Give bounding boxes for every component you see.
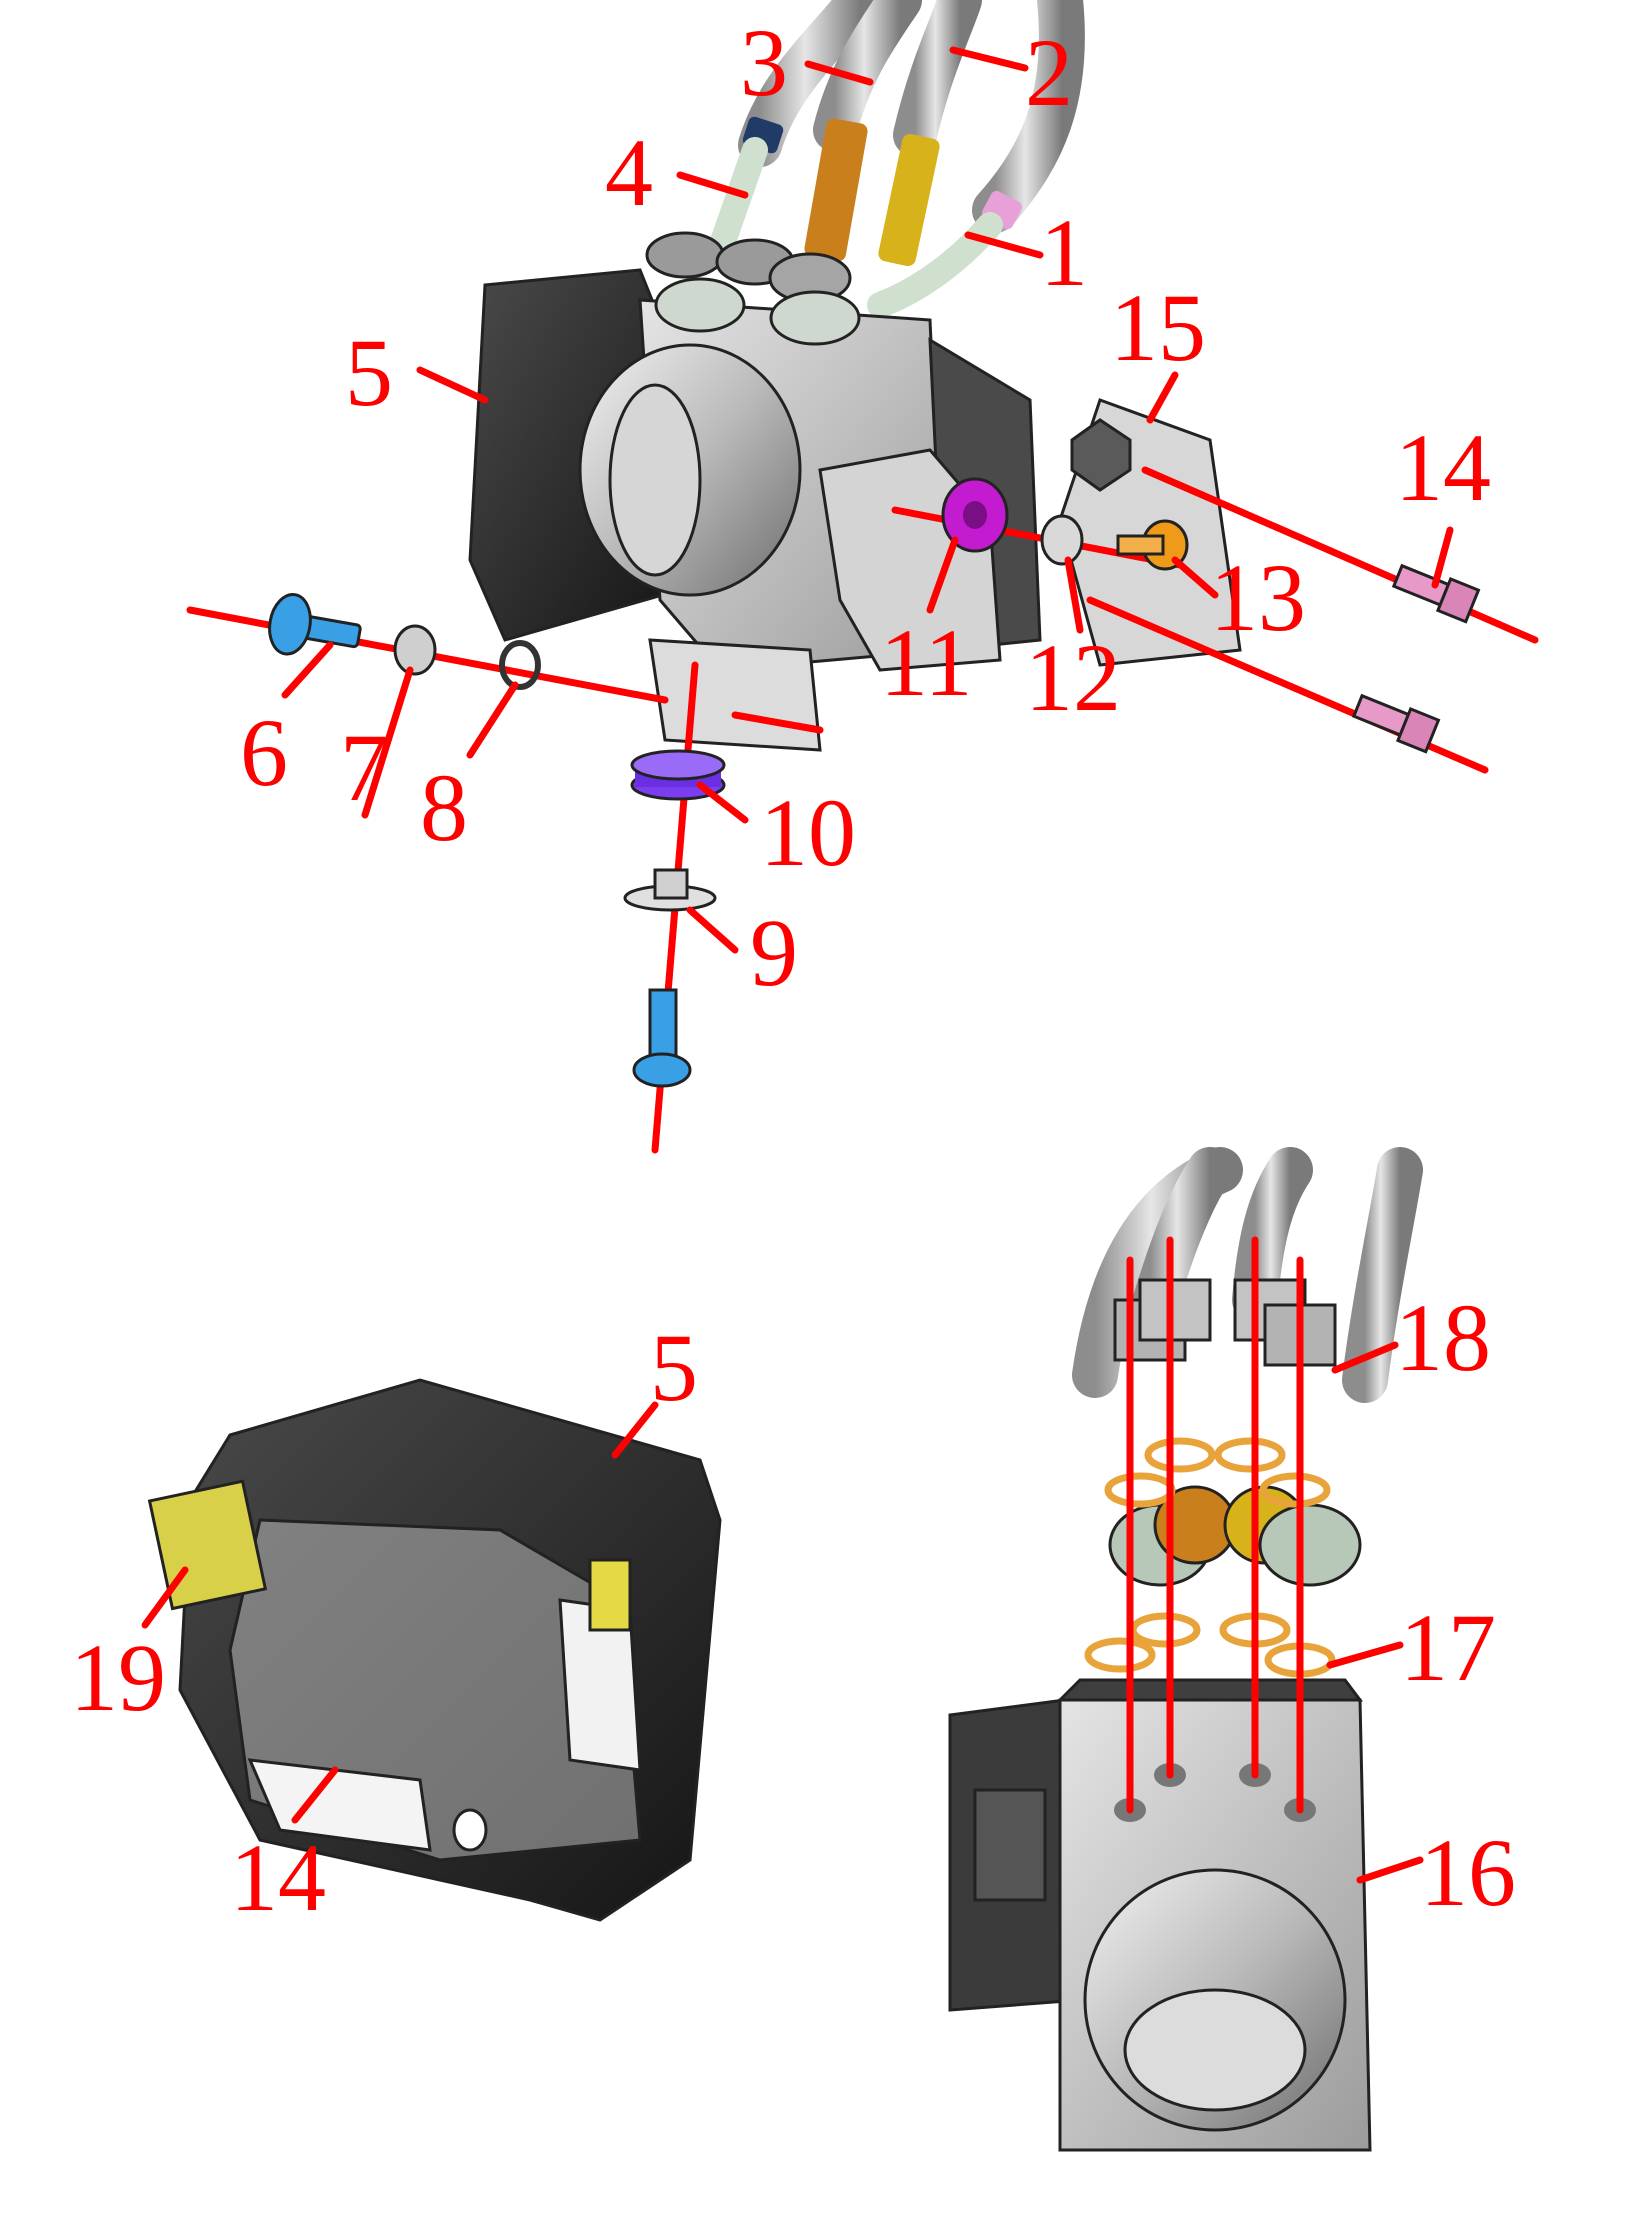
collar-9 [623,868,717,912]
banjo-bolt-a [645,231,725,279]
callout-14-cover: 14 [230,1824,326,1931]
banjo-bolt-d [654,277,746,333]
loose-hardware [268,477,1481,1088]
tape-19-right [588,1558,632,1632]
pump-motor-end [608,383,702,577]
callouts-detail: 18 17 16 [1395,1284,1516,1926]
fitting-2-gold [878,133,940,267]
leader-lines-cover [141,1401,659,1824]
washer-12 [1040,514,1084,566]
fitting-4-pipe [707,137,768,263]
callout-5: 5 [345,319,393,426]
brake-hose-2 [893,0,982,157]
detail-connector [973,1788,1047,1902]
fitting-3-bronze [804,118,868,262]
plate-nut [1070,418,1132,492]
port-axes [1126,1236,1304,1814]
callout-19: 19 [70,1624,166,1731]
callout-7: 7 [340,714,388,821]
callout-10: 10 [760,779,856,886]
bolt-6 [268,593,362,656]
hydraulic-unit-detail-view: 18 17 16 [948,1147,1516,2152]
callout-12: 12 [1025,624,1121,731]
detail-banjo-fittings [1108,1278,1362,1587]
callout-6: 6 [240,699,288,806]
cover-white-insert [247,1758,432,1852]
leader-lines-detail [1326,1341,1424,1884]
banjo-bolt-e [769,290,861,346]
callout-17: 17 [1400,1594,1496,1701]
callouts-cover: 5 19 14 [70,1314,698,1931]
callout-15: 15 [1110,274,1206,381]
hose-fittings [707,116,1022,318]
detail-block-top [1056,1678,1363,1702]
bottom-bracket [648,638,822,752]
callout-9: 9 [750,899,798,1006]
brake-hose-1 [972,0,1085,233]
callout-5-cover: 5 [650,1314,698,1421]
callouts-top: 1 2 3 4 5 6 7 8 9 10 11 12 13 14 15 [240,9,1491,1006]
bottom-bolt [632,988,692,1088]
o-ring-8 [499,640,541,690]
callout-3: 3 [740,9,788,116]
cover-detail-view: 5 19 14 [70,1314,722,1931]
callout-14: 14 [1395,414,1491,521]
grommet-10 [630,749,726,801]
detail-pump-motor-face [1123,1988,1307,2112]
leader-lines-top [281,46,1454,954]
exploded-assembly-view: 1 2 3 4 5 6 7 8 9 10 11 12 13 14 15 [186,0,1539,1154]
washer-7 [393,624,437,676]
bolt-14-upper [1391,563,1481,624]
cover-mount-hole [452,1808,488,1852]
banjo-bolts-top [645,231,861,346]
callout-18: 18 [1395,1284,1491,1391]
callout-2: 2 [1025,19,1073,126]
callout-13: 13 [1210,544,1306,651]
callout-8: 8 [420,754,468,861]
bolt-14-lower [1351,693,1441,754]
callout-16: 16 [1420,1819,1516,1926]
callout-11: 11 [880,609,972,716]
brake-hose-3b [813,0,922,152]
washer-11 [941,477,1009,553]
callout-4: 4 [605,119,653,226]
callout-1: 1 [1040,199,1088,306]
axis-bottom-bracket [731,711,824,734]
